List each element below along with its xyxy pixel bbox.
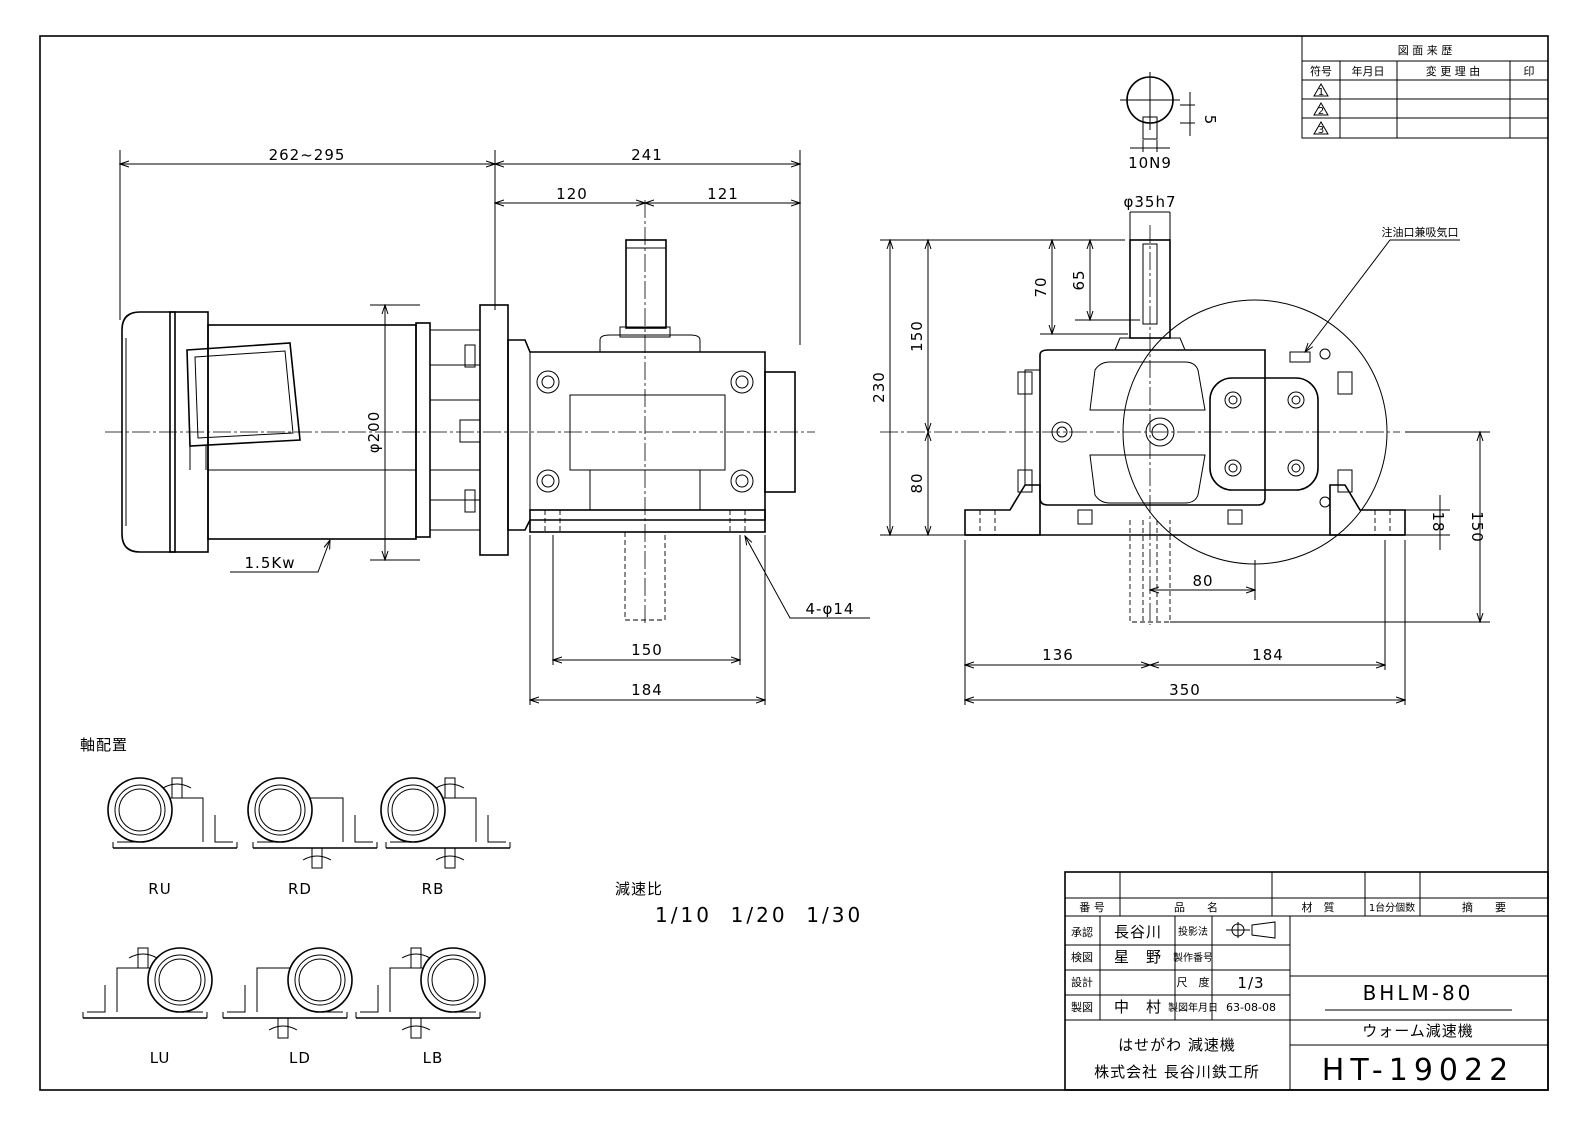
dim-motor-length: 262~295 — [269, 146, 346, 164]
arr-label-rd: RD — [288, 880, 312, 898]
tb-drawn-label: 製図 — [1071, 1000, 1093, 1014]
arrangement-icon-ru — [107, 777, 238, 849]
dim-side-150: 150 — [1468, 511, 1486, 543]
ratio-title: 減速比 — [615, 880, 663, 898]
arrangement-icon-lb — [355, 947, 486, 1039]
tb-model: BHLM-80 — [1363, 981, 1474, 1005]
shaft-arrangement: 軸配置 RU RD RB LU LD LB — [80, 736, 511, 1067]
tb-col-number: 番 号 — [1079, 901, 1105, 914]
rev-col-symbol: 符号 — [1310, 65, 1332, 78]
dim-side-80: 80 — [1192, 572, 1213, 590]
arrangement-icon-ld — [222, 947, 353, 1039]
arr-label-lb: LB — [423, 1049, 444, 1067]
tb-product-name: ウォーム減速機 — [1362, 1022, 1474, 1040]
tb-col-name: 品 名 — [1174, 900, 1218, 914]
ratio-values: 1/10 1/20 1/30 — [655, 903, 863, 927]
dim-120: 120 — [556, 185, 588, 203]
oil-port-label: 注油口兼吸気口 — [1382, 225, 1459, 239]
rev-symbol-1: 1 — [1313, 83, 1329, 98]
motor-power-label: 1.5Kw — [245, 554, 296, 572]
arrangement-title: 軸配置 — [80, 736, 128, 754]
revision-title: 図 面 来 歴 — [1398, 44, 1453, 57]
sheet-border — [39, 35, 1549, 1091]
projection-symbol — [1226, 921, 1276, 939]
arr-label-ld: LD — [289, 1049, 311, 1067]
arrangement-icon-rb — [380, 777, 511, 869]
svg-text:3: 3 — [1318, 125, 1324, 136]
side-dimensions: 10N9 5 φ35h7 70 65 230 150 80 18 1 — [870, 92, 1490, 705]
arr-label-ru: RU — [148, 880, 171, 898]
tb-company-line2: 株式会社 長谷川鉄工所 — [1094, 1063, 1260, 1081]
tb-drawn-name: 中 村 — [1114, 998, 1162, 1016]
front-dimensions: 262~295 241 120 121 φ200 1.5Kw 4-φ14 150… — [120, 146, 870, 705]
tb-approved-name: 長谷川 — [1114, 923, 1162, 941]
dim-side-136: 136 — [1042, 646, 1074, 664]
dim-241: 241 — [631, 146, 663, 164]
arr-label-lu: LU — [150, 1049, 171, 1067]
arr-label-rb: RB — [422, 880, 445, 898]
rev-col-reason: 変 更 理 由 — [1426, 64, 1481, 78]
tb-scale-label: 尺 度 — [1177, 975, 1210, 989]
tb-scale-value: 1/3 — [1237, 974, 1264, 992]
tb-checked-label: 検図 — [1071, 950, 1093, 964]
tb-company-line1: はせがわ 減速機 — [1118, 1036, 1236, 1054]
dim-base-150: 150 — [631, 641, 663, 659]
tb-drawing-no: HT-19022 — [1322, 1053, 1514, 1088]
rev-col-seal: 印 — [1524, 65, 1535, 78]
dim-side-350: 350 — [1169, 681, 1201, 699]
dim-150: 150 — [908, 320, 926, 352]
tb-approved-label: 承認 — [1071, 925, 1093, 939]
title-block: 番 号 品 名 材 質 1台分個数 摘 要 承認 長谷川 投影法 検図 星 野 … — [1064, 871, 1549, 1091]
dim-base-184: 184 — [631, 681, 663, 699]
dim-80: 80 — [908, 472, 926, 493]
tb-projection-label: 投影法 — [1178, 925, 1208, 938]
tb-checked-name: 星 野 — [1114, 948, 1162, 966]
rev-col-date: 年月日 — [1352, 64, 1385, 78]
svg-text:1: 1 — [1318, 87, 1324, 98]
reduction-ratio: 減速比 1/10 1/20 1/30 — [615, 880, 863, 927]
rev-symbol-2: 2 — [1313, 102, 1329, 117]
rev-symbol-3: 3 — [1313, 121, 1329, 136]
tb-date-label: 製図年月日 — [1168, 1001, 1218, 1014]
tb-date-value: 63-08-08 — [1226, 1001, 1276, 1014]
dim-keyway: 10N9 — [1128, 154, 1172, 172]
dim-key-depth: 5 — [1201, 115, 1219, 126]
arrangement-icon-lu — [82, 947, 213, 1019]
tb-design-label: 設計 — [1071, 975, 1093, 989]
tb-col-qty: 1台分個数 — [1369, 901, 1415, 914]
tb-prodno-label: 製作番号 — [1173, 951, 1213, 964]
front-view — [105, 200, 815, 625]
dim-121: 121 — [707, 185, 739, 203]
tb-col-material: 材 質 — [1302, 900, 1335, 914]
holes-label: 4-φ14 — [806, 600, 855, 618]
dim-65: 65 — [1070, 269, 1088, 290]
arrangement-icon-rd — [247, 777, 378, 869]
svg-text:2: 2 — [1318, 106, 1324, 117]
dim-230: 230 — [870, 371, 888, 403]
dim-side-184: 184 — [1252, 646, 1284, 664]
revision-table: 図 面 来 歴 符号 年月日 変 更 理 由 印 1 2 3 — [1301, 35, 1549, 139]
dim-70: 70 — [1032, 276, 1050, 297]
dim-shaft-dia: φ35h7 — [1123, 193, 1176, 211]
tb-col-remarks: 摘 要 — [1462, 900, 1506, 914]
dim-motor-dia: φ200 — [365, 411, 383, 454]
dim-18: 18 — [1429, 511, 1447, 532]
